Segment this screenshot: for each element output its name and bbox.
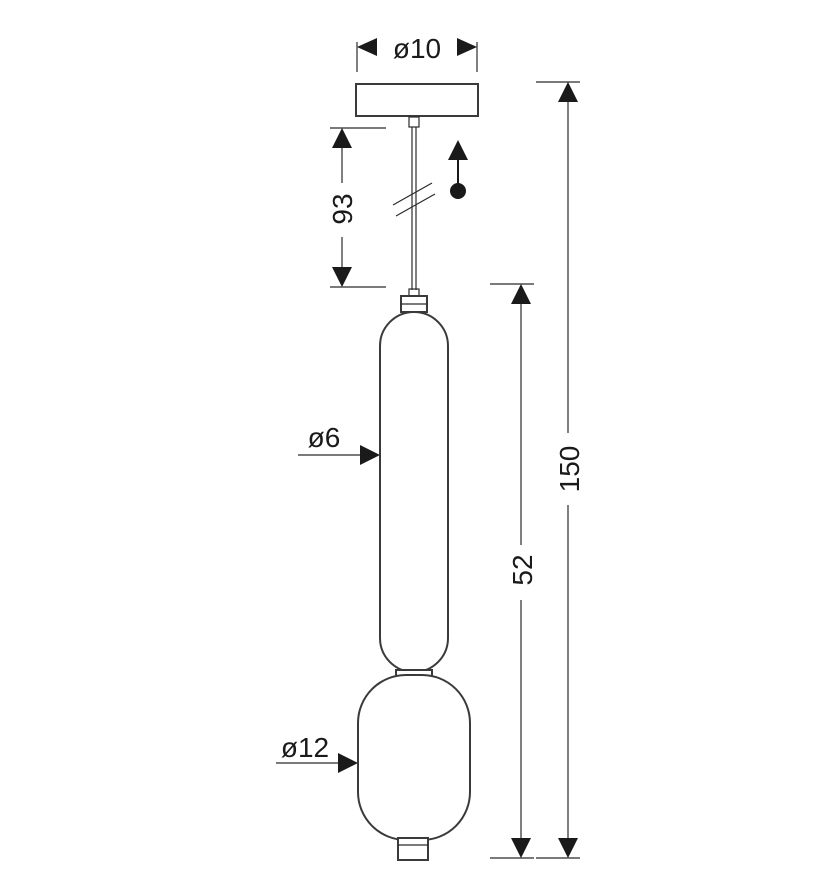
- ceiling-canopy: [355, 83, 479, 117]
- bottom-cap: [397, 837, 429, 861]
- glass-height-dimension: 52: [490, 283, 538, 859]
- glass-height-label: 52: [507, 554, 538, 585]
- upper-glass-diameter-label: ø6: [308, 422, 341, 453]
- canopy-diameter-dimension: ø10: [356, 33, 478, 72]
- total-height-label: 150: [554, 446, 585, 493]
- suspension-cable: [392, 116, 436, 298]
- total-height-dimension: 150: [536, 81, 585, 859]
- canopy-diameter-label: ø10: [393, 33, 441, 64]
- upper-connector: [400, 295, 428, 313]
- lower-glass-diameter-dimension: ø12: [276, 732, 358, 773]
- lower-glass-shade: [357, 674, 471, 841]
- cable-length-label: 93: [327, 193, 358, 224]
- cable-length-dimension: 93: [327, 127, 386, 288]
- adjustable-height-icon: [448, 140, 468, 199]
- upper-glass-shade: [379, 311, 449, 673]
- upper-glass-diameter-dimension: ø6: [298, 422, 380, 465]
- lower-glass-diameter-label: ø12: [281, 732, 329, 763]
